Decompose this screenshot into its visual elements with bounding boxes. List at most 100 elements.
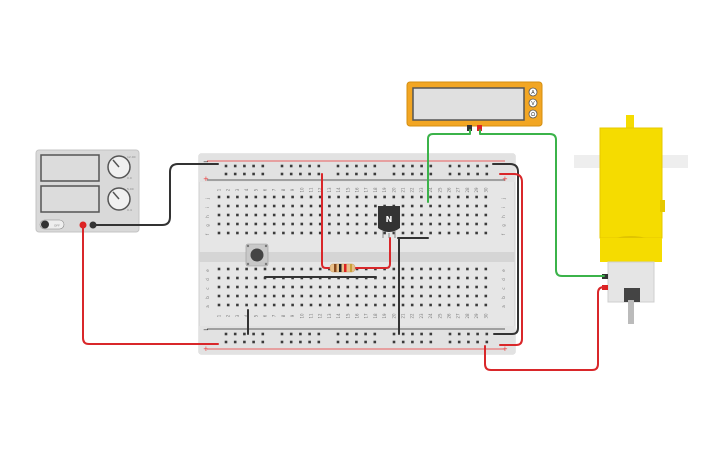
breadboard-hole[interactable] bbox=[300, 267, 304, 271]
breadboard-hole[interactable] bbox=[337, 231, 340, 235]
breadboard-hole[interactable] bbox=[484, 195, 488, 199]
breadboard-hole[interactable] bbox=[429, 222, 432, 226]
top-rail-minus-hole[interactable] bbox=[373, 164, 377, 168]
bottom-rail-plus-hole[interactable] bbox=[429, 340, 433, 344]
breadboard-hole[interactable] bbox=[282, 195, 285, 199]
breadboard-hole[interactable] bbox=[272, 267, 276, 271]
breadboard-hole[interactable] bbox=[337, 213, 340, 217]
breadboard-hole[interactable] bbox=[355, 285, 359, 289]
bottom-rail-plus-hole[interactable] bbox=[457, 340, 461, 344]
top-rail-minus-hole[interactable] bbox=[448, 164, 452, 168]
breadboard-hole[interactable] bbox=[438, 213, 442, 217]
breadboard-hole[interactable] bbox=[245, 213, 248, 217]
breadboard-hole[interactable] bbox=[291, 231, 294, 235]
breadboard-hole[interactable] bbox=[355, 213, 359, 217]
breadboard-hole[interactable] bbox=[355, 303, 359, 307]
breadboard-hole[interactable] bbox=[456, 204, 460, 208]
bottom-rail-minus-hole[interactable] bbox=[317, 332, 321, 336]
breadboard-hole[interactable] bbox=[282, 267, 285, 271]
breadboard-hole[interactable] bbox=[309, 204, 313, 208]
breadboard-hole[interactable] bbox=[466, 303, 469, 307]
breadboard-hole[interactable] bbox=[245, 303, 248, 307]
top-rail-minus-hole[interactable] bbox=[243, 164, 246, 168]
breadboard-hole[interactable] bbox=[456, 303, 460, 307]
breadboard-hole[interactable] bbox=[346, 195, 350, 199]
breadboard-hole[interactable] bbox=[272, 213, 276, 217]
breadboard-hole[interactable] bbox=[236, 213, 239, 217]
top-rail-minus-hole[interactable] bbox=[299, 164, 302, 168]
breadboard-hole[interactable] bbox=[374, 285, 377, 289]
top-rail-minus-hole[interactable] bbox=[233, 164, 237, 168]
breadboard-hole[interactable] bbox=[484, 267, 488, 271]
breadboard-hole[interactable] bbox=[364, 285, 368, 289]
top-rail-plus-hole[interactable] bbox=[401, 172, 405, 176]
breadboard-hole[interactable] bbox=[383, 303, 386, 307]
top-rail-plus-hole[interactable] bbox=[345, 172, 349, 176]
breadboard-hole[interactable] bbox=[374, 222, 377, 226]
breadboard-hole[interactable] bbox=[475, 276, 478, 280]
breadboard-hole[interactable] bbox=[272, 195, 276, 199]
breadboard-hole[interactable] bbox=[401, 195, 405, 199]
breadboard-hole[interactable] bbox=[236, 276, 239, 280]
breadboard-hole[interactable] bbox=[456, 294, 460, 298]
breadboard-hole[interactable] bbox=[245, 231, 248, 235]
breadboard-hole[interactable] bbox=[401, 294, 405, 298]
breadboard-hole[interactable] bbox=[226, 231, 230, 235]
top-rail-minus-hole[interactable] bbox=[485, 164, 489, 168]
wire-psu-positive[interactable] bbox=[82, 224, 219, 345]
breadboard-hole[interactable] bbox=[272, 303, 276, 307]
breadboard-hole[interactable] bbox=[254, 294, 258, 298]
breadboard-hole[interactable] bbox=[410, 285, 414, 289]
breadboard-hole[interactable] bbox=[466, 231, 469, 235]
breadboard-hole[interactable] bbox=[456, 213, 460, 217]
bottom-rail-plus-hole[interactable] bbox=[336, 340, 340, 344]
bottom-rail-minus-hole[interactable] bbox=[261, 332, 265, 336]
breadboard-hole[interactable] bbox=[429, 267, 432, 271]
breadboard-hole[interactable] bbox=[272, 222, 276, 226]
breadboard-hole[interactable] bbox=[254, 213, 258, 217]
breadboard-hole[interactable] bbox=[392, 285, 396, 289]
breadboard-hole[interactable] bbox=[447, 294, 451, 298]
breadboard-hole[interactable] bbox=[236, 267, 239, 271]
top-rail-plus-hole[interactable] bbox=[420, 172, 423, 176]
breadboard-hole[interactable] bbox=[282, 231, 285, 235]
breadboard-hole[interactable] bbox=[226, 294, 230, 298]
mode-volts-button[interactable] bbox=[528, 98, 538, 108]
breadboard-hole[interactable] bbox=[328, 231, 331, 235]
breadboard-hole[interactable] bbox=[254, 303, 258, 307]
breadboard-hole[interactable] bbox=[410, 222, 414, 226]
breadboard-hole[interactable] bbox=[300, 294, 304, 298]
breadboard-hole[interactable] bbox=[466, 285, 469, 289]
breadboard-hole[interactable] bbox=[410, 195, 414, 199]
breadboard-hole[interactable] bbox=[236, 294, 239, 298]
top-rail-plus-hole[interactable] bbox=[299, 172, 302, 176]
breadboard-hole[interactable] bbox=[300, 195, 304, 199]
multimeter-volt-terminal[interactable] bbox=[477, 125, 482, 131]
breadboard-hole[interactable] bbox=[447, 195, 451, 199]
breadboard-hole[interactable] bbox=[466, 276, 469, 280]
breadboard-hole[interactable] bbox=[236, 231, 239, 235]
breadboard-hole[interactable] bbox=[355, 231, 359, 235]
breadboard-hole[interactable] bbox=[300, 231, 304, 235]
breadboard-hole[interactable] bbox=[429, 303, 432, 307]
top-rail-plus-hole[interactable] bbox=[280, 172, 284, 176]
breadboard-hole[interactable] bbox=[438, 195, 442, 199]
breadboard-hole[interactable] bbox=[438, 303, 442, 307]
breadboard-hole[interactable] bbox=[291, 294, 294, 298]
breadboard-hole[interactable] bbox=[309, 294, 313, 298]
breadboard-hole[interactable] bbox=[438, 267, 442, 271]
bottom-rail-plus-hole[interactable] bbox=[411, 340, 414, 344]
resistor[interactable] bbox=[329, 263, 356, 273]
breadboard-hole[interactable] bbox=[272, 231, 276, 235]
bottom-rail-minus-hole[interactable] bbox=[485, 332, 489, 336]
breadboard-hole[interactable] bbox=[475, 267, 478, 271]
breadboard-hole[interactable] bbox=[254, 222, 258, 226]
breadboard-hole[interactable] bbox=[300, 285, 304, 289]
breadboard-hole[interactable] bbox=[217, 285, 221, 289]
bottom-rail-minus-hole[interactable] bbox=[448, 332, 452, 336]
breadboard-hole[interactable] bbox=[410, 267, 414, 271]
bottom-rail-plus-hole[interactable] bbox=[448, 340, 452, 344]
top-rail-plus-hole[interactable] bbox=[392, 172, 396, 176]
breadboard-hole[interactable] bbox=[254, 285, 258, 289]
top-rail-plus-hole[interactable] bbox=[411, 172, 414, 176]
